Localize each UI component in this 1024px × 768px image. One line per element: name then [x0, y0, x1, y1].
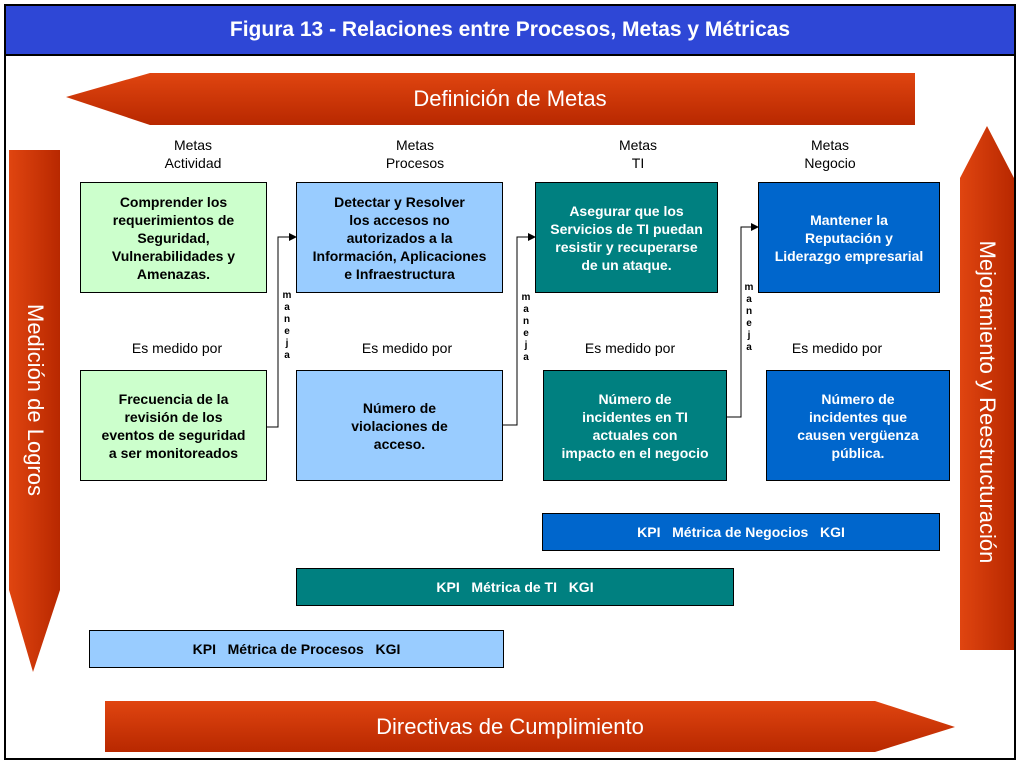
- metric-box-ti: Número de incidentes en TI actuales con …: [543, 370, 727, 481]
- measured-by-actividad: Es medido por: [131, 340, 223, 356]
- right-arrow-label: Mejoramiento y Reestructuración: [975, 240, 1000, 564]
- kgi-label: KGI: [375, 641, 401, 657]
- goal-box-negocio: Mantener la Reputación y Liderazgo empre…: [758, 182, 940, 293]
- right-arrow-shape: [960, 126, 1014, 650]
- bottom-arrow-shape: [105, 701, 955, 752]
- maneja-connector-2: [503, 233, 536, 426]
- bottom-arrow-label: Directivas de Cumplimiento: [376, 714, 644, 739]
- kpi-row-negocios: KPI Métrica de Negocios KGI: [542, 513, 940, 551]
- maneja-connector-1: [266, 233, 297, 428]
- heading-procesos: Metas Procesos: [385, 137, 445, 171]
- metric-box-actividad: Frecuencia de la revisión de los eventos…: [80, 370, 267, 481]
- figure-title: Figura 13 - Relaciones entre Procesos, M…: [6, 6, 1014, 56]
- kpi-row-title: Métrica de TI: [471, 579, 558, 595]
- measured-by-ti: Es medido por: [584, 340, 676, 356]
- kpi-row-procesos: KPI Métrica de Procesos KGI: [89, 630, 504, 668]
- kpi-row-title: Métrica de Negocios: [672, 524, 809, 540]
- goal-box-ti: Asegurar que los Servicios de TI puedan …: [535, 182, 718, 293]
- goal-box-actividad: Comprender los requerimientos de Segurid…: [80, 182, 267, 293]
- kpi-label: KPI: [192, 641, 216, 657]
- measured-by-negocio: Es medido por: [791, 340, 883, 356]
- kpi-label: KPI: [637, 524, 661, 540]
- heading-negocio: Metas Negocio: [804, 137, 856, 171]
- measured-by-procesos: Es medido por: [361, 340, 453, 356]
- kpi-row-title: Métrica de Procesos: [227, 641, 364, 657]
- left-arrow-shape: [9, 150, 60, 672]
- top-arrow-label: Definición de Metas: [413, 86, 607, 111]
- left-arrow-label: Medición de Logros: [23, 303, 48, 497]
- metric-box-negocio: Número de incidentes que causen vergüenz…: [766, 370, 950, 481]
- kgi-label: KGI: [819, 524, 845, 540]
- heading-actividad: Metas Actividad: [164, 137, 222, 171]
- metric-box-procesos: Número de violaciones de acceso.: [296, 370, 503, 481]
- kgi-label: KGI: [568, 579, 594, 595]
- top-arrow-shape: [66, 73, 915, 125]
- kpi-row-ti: KPI Métrica de TI KGI: [296, 568, 734, 606]
- goal-box-procesos: Detectar y Resolver los accesos no autor…: [296, 182, 503, 293]
- kpi-label: KPI: [436, 579, 460, 595]
- maneja-connector-3: [727, 223, 759, 418]
- heading-ti: Metas TI: [618, 137, 658, 171]
